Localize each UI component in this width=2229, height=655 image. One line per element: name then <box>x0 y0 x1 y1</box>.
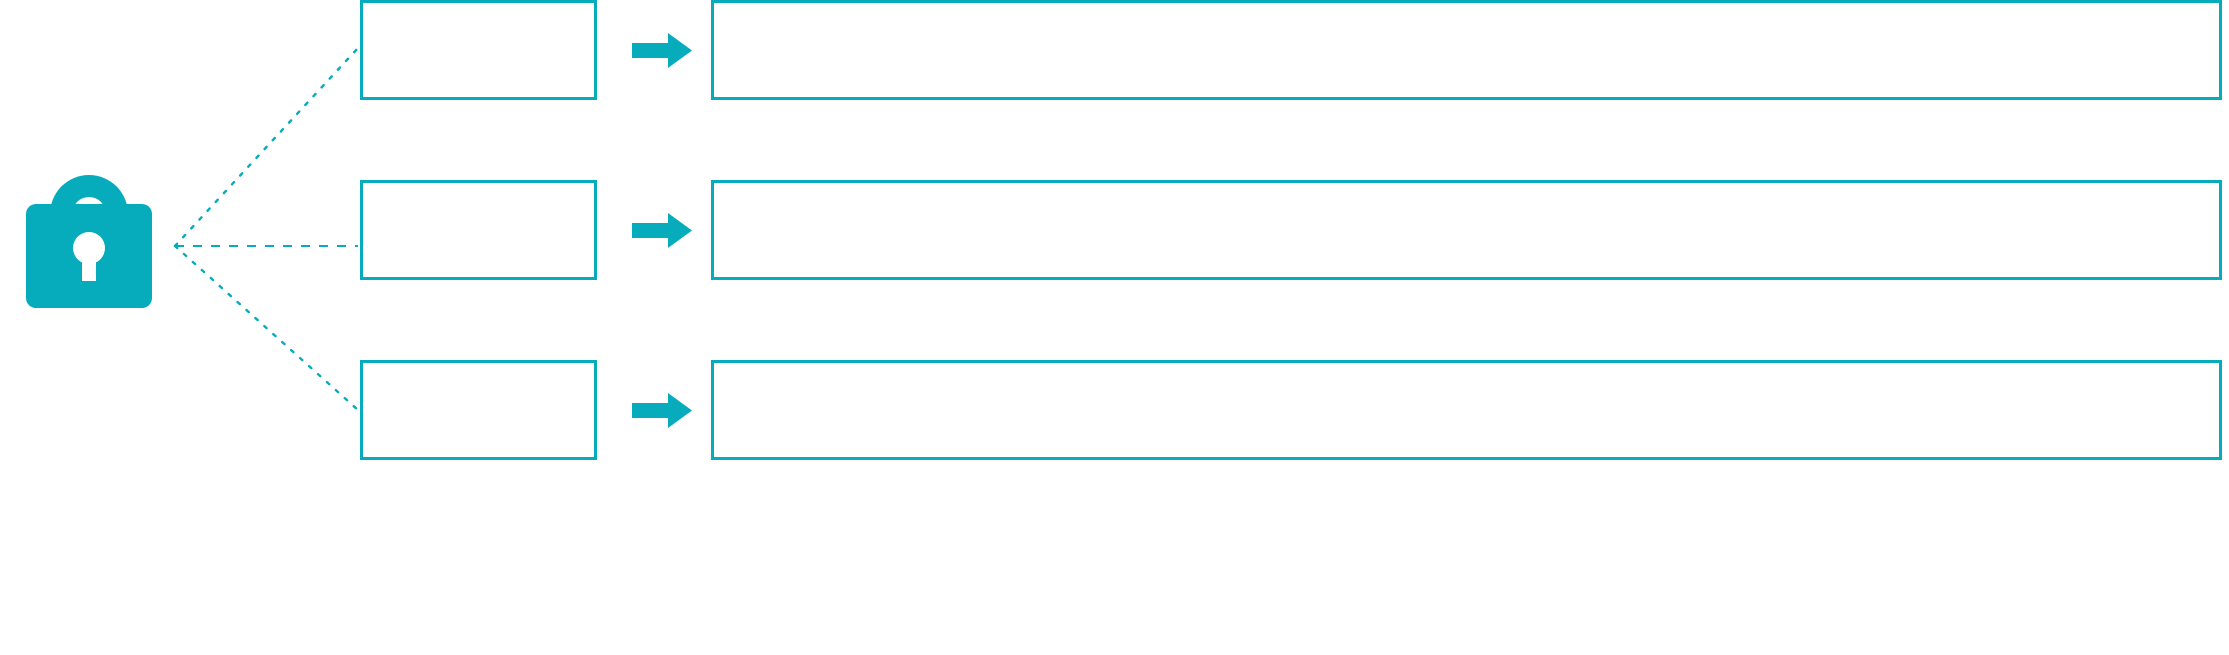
process-row <box>0 180 2229 328</box>
input-box-label <box>363 183 594 203</box>
output-box-label <box>714 3 2219 23</box>
input-box[interactable] <box>360 180 597 280</box>
lock-icon <box>26 150 152 308</box>
arrow-right-icon <box>632 33 692 68</box>
input-box-label <box>363 363 594 383</box>
output-box-label <box>714 183 2219 203</box>
arrow-right-icon <box>632 213 692 248</box>
input-box[interactable] <box>360 360 597 460</box>
arrow-right-icon <box>632 393 692 428</box>
process-row <box>0 360 2229 508</box>
input-box[interactable] <box>360 0 597 100</box>
input-box-label <box>363 3 594 23</box>
output-box-label <box>714 363 2219 383</box>
output-box[interactable] <box>711 180 2222 280</box>
output-box[interactable] <box>711 360 2222 460</box>
process-row <box>0 0 2229 148</box>
output-box[interactable] <box>711 0 2222 100</box>
